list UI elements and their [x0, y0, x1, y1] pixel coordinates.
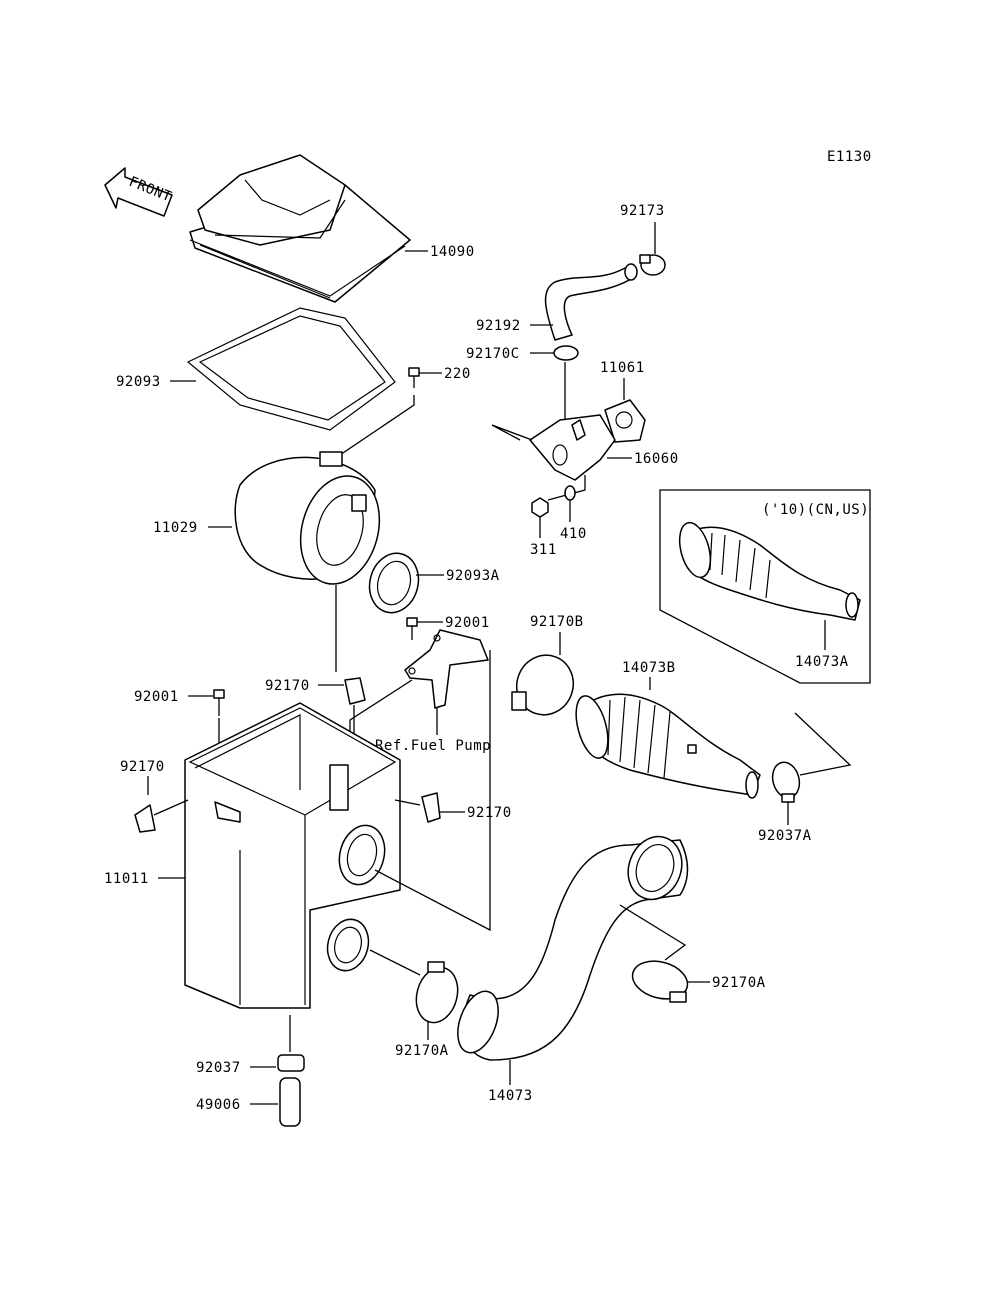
clamp-92170A-lower — [415, 961, 459, 1024]
air-filter-element — [234, 451, 381, 585]
clip-92170-right — [421, 792, 441, 823]
clamp-92037 — [277, 1054, 305, 1072]
boot-14073B — [575, 693, 761, 799]
seal-ring-92093A — [368, 552, 420, 614]
clamp-92170A-right — [631, 960, 689, 1003]
callout-14073A: 14073A — [795, 654, 849, 670]
callout-14090: 14090 — [430, 244, 475, 260]
callout-92192: 92192 — [476, 318, 521, 334]
air-cleaner-cover — [189, 154, 411, 303]
callout-220: 220 — [444, 366, 471, 382]
clamp-92037A — [771, 761, 801, 803]
fuel-pump-bracket — [404, 629, 489, 709]
callout-92001-upper: 92001 — [445, 615, 490, 631]
callout-11011: 11011 — [104, 871, 149, 887]
gasket-frame — [186, 307, 396, 431]
boot-14073A — [678, 521, 861, 621]
variant-note: ('10)(CN,US) — [762, 502, 869, 518]
breather-fitting-16060 — [529, 414, 616, 481]
drain-tube-49006 — [279, 1077, 301, 1127]
callout-92170C: 92170C — [466, 346, 520, 362]
callout-92001-left: 92001 — [134, 689, 179, 705]
air-cleaner-case — [184, 702, 401, 1009]
clamp-92170C — [553, 345, 579, 361]
callout-92037: 92037 — [196, 1060, 241, 1076]
callout-92170-left: 92170 — [120, 759, 165, 775]
callout-92170A-lower: 92170A — [395, 1043, 449, 1059]
breather-hose-92192 — [544, 263, 638, 341]
ref-fuel-pump-note: Ref.Fuel Pump — [375, 738, 491, 754]
diagram-code: E1130 — [827, 149, 872, 165]
callout-92170-right: 92170 — [467, 805, 512, 821]
screw-92001-left — [213, 689, 225, 716]
screw-92001-upper — [406, 617, 418, 640]
callout-14073: 14073 — [488, 1088, 533, 1104]
callout-92170B: 92170B — [530, 614, 584, 630]
clip-92170-upper — [344, 677, 366, 705]
clip-92170-left — [134, 804, 156, 833]
clamp-92170B — [511, 654, 574, 716]
intake-duct-14073 — [457, 835, 689, 1061]
callout-92170-upper: 92170 — [265, 678, 310, 694]
callout-92173: 92173 — [620, 203, 665, 219]
washer-410 — [564, 485, 576, 501]
nut-311 — [531, 497, 549, 518]
callout-11029: 11029 — [153, 520, 198, 536]
callout-16060: 16060 — [634, 451, 679, 467]
callout-311: 311 — [530, 542, 557, 558]
callout-11061: 11061 — [600, 360, 645, 376]
callout-49006: 49006 — [196, 1097, 241, 1113]
clamp-92173 — [639, 254, 666, 276]
callout-92093A: 92093A — [446, 568, 500, 584]
callout-410: 410 — [560, 526, 587, 542]
variant-box-14073A: ('10)(CN,US) 14073A — [659, 489, 871, 684]
callout-14073B: 14073B — [622, 660, 676, 676]
callout-92170A-right: 92170A — [712, 975, 766, 991]
front-arrow-icon: FRONT — [104, 167, 174, 217]
callout-92093: 92093 — [116, 374, 161, 390]
callout-92037A: 92037A — [758, 828, 812, 844]
screw-220 — [408, 367, 420, 388]
